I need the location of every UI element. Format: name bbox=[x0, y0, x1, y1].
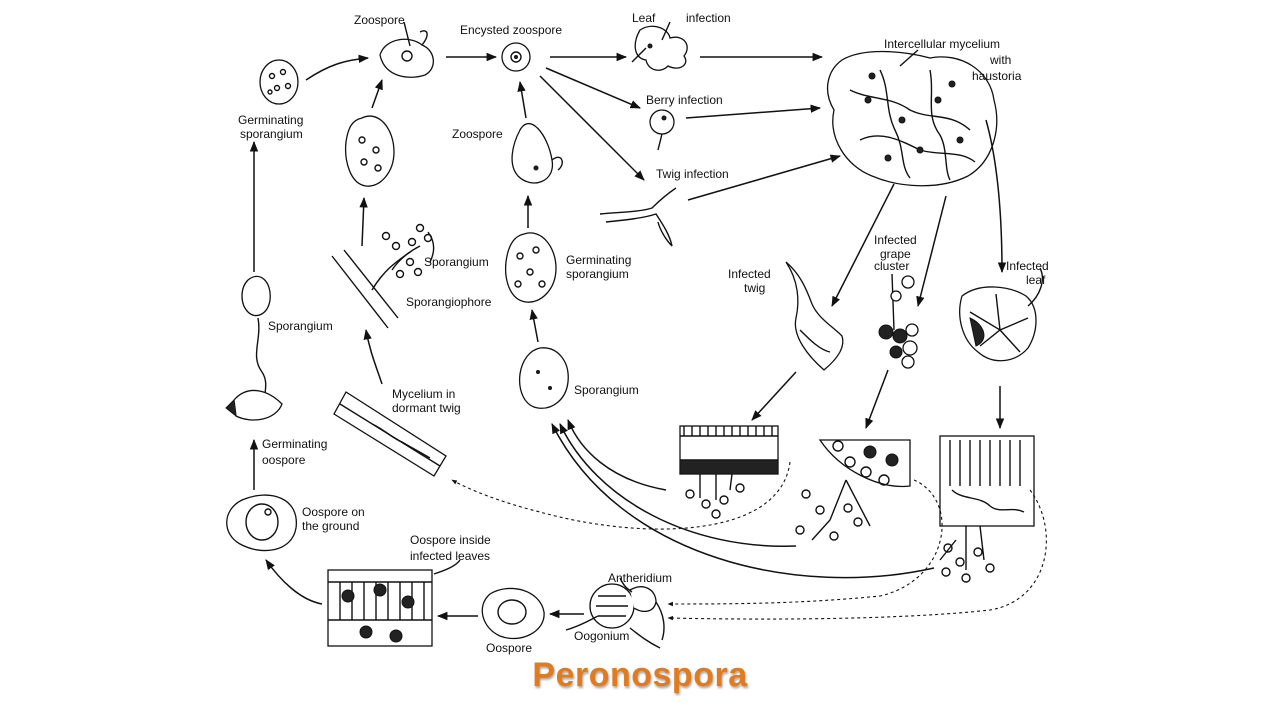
germinating-sporangium-mid-illustration bbox=[504, 232, 557, 303]
zoospore-mid-illustration bbox=[511, 123, 563, 184]
oospore-ground-illustration bbox=[226, 494, 297, 552]
arrow-twigsection-to-sporangium bbox=[567, 419, 667, 491]
oospore-leaf-illustration bbox=[327, 569, 433, 647]
label-zoospore-mid: Zoospore bbox=[452, 127, 503, 141]
leaf-infection-illustration bbox=[631, 25, 688, 71]
arrow-encysted-to-berry bbox=[545, 67, 641, 109]
label-leaf-infection-1: Leaf bbox=[632, 11, 656, 25]
label-germ-sporangium-mid-1: Germinating bbox=[566, 253, 631, 267]
berry-infection-illustration bbox=[649, 109, 675, 151]
arrow-berrysection-to-sporangium bbox=[559, 423, 797, 547]
oospore-bottom-illustration bbox=[481, 587, 545, 640]
label-encysted-zoospore: Encysted zoospore bbox=[460, 23, 562, 37]
leaf-section-twig-illustration bbox=[679, 425, 779, 519]
label-oospore-ground-2: the ground bbox=[302, 519, 359, 533]
label-infected-leaf-2: leaf bbox=[1026, 273, 1046, 287]
arrow-twig-to-mycelium bbox=[687, 154, 842, 201]
arrow-oosporeleaf-to-ground bbox=[265, 559, 323, 605]
label-germ-sporangium-mid-2: sporangium bbox=[566, 267, 629, 281]
label-berry-infection: Berry infection bbox=[646, 93, 723, 107]
leaf-section-right-illustration bbox=[939, 435, 1035, 583]
label-mycelium-dormant-2: dormant twig bbox=[392, 401, 461, 415]
label-intercellular-1: Intercellular mycelium bbox=[884, 37, 1000, 51]
label-twig-infection: Twig infection bbox=[656, 167, 729, 181]
label-infected-grape-1: Infected bbox=[874, 233, 917, 247]
arrow-infected-twig-to-section bbox=[751, 371, 797, 421]
label-zoospore-top: Zoospore bbox=[354, 13, 405, 27]
label-intercellular-3: haustoria bbox=[972, 69, 1022, 83]
label-infected-twig-1: Infected bbox=[728, 267, 771, 281]
infected-twig-illustration bbox=[785, 261, 844, 371]
arrow-mycelium-to-grape bbox=[916, 195, 947, 308]
intercellular-mycelium-illustration bbox=[826, 50, 998, 187]
label-infected-grape-2: grape bbox=[880, 247, 911, 261]
arrow-sporangium-to-zoospore bbox=[371, 79, 383, 109]
label-oospore-inside-1: Oospore inside bbox=[410, 533, 491, 547]
arrow-mycelium-to-infected-twig bbox=[831, 183, 895, 307]
diagram-labels: Zoospore Encysted zoospore Leaf infectio… bbox=[238, 11, 1049, 655]
sporangium-mid-illustration bbox=[518, 347, 569, 409]
label-sporangium-left: Sporangium bbox=[268, 319, 333, 333]
arrow-encysted-to-twig bbox=[539, 75, 645, 181]
cycle-arrows bbox=[249, 52, 1047, 621]
sporangium-with-zoospores-illustration bbox=[344, 115, 395, 187]
label-germ-oospore-2: oospore bbox=[262, 453, 306, 467]
arrow-germsporangium-to-zoospore bbox=[305, 54, 370, 81]
arrow-zoospore-mid-to-encysted bbox=[517, 80, 527, 119]
infected-grape-cluster-illustration bbox=[878, 273, 919, 369]
sporangium-stalk-illustration bbox=[225, 275, 283, 421]
encysted-zoospore-illustration bbox=[501, 42, 531, 72]
sporangiophore-illustration bbox=[331, 223, 433, 329]
label-mycelium-dormant-1: Mycelium in bbox=[392, 387, 455, 401]
infected-leaf-illustration bbox=[959, 286, 1037, 362]
label-infected-grape-3: cluster bbox=[874, 259, 909, 273]
label-oospore-ground-1: Oospore on bbox=[302, 505, 365, 519]
arrow-leafsection-to-sporangium bbox=[551, 423, 935, 579]
label-oospore-inside-2: infected leaves bbox=[410, 549, 490, 563]
berry-section-illustration bbox=[795, 439, 911, 541]
slide-title: Peronospora bbox=[532, 656, 748, 694]
label-infected-leaf-1: Infected bbox=[1006, 259, 1049, 273]
arrow-dormant-to-sporangiophore bbox=[363, 328, 383, 385]
twig-infection-illustration bbox=[599, 187, 677, 247]
label-intercellular-2: with bbox=[989, 53, 1011, 67]
label-germ-sporangium-left-1: Germinating bbox=[238, 113, 303, 127]
dashed-berrysection-to-oogonium bbox=[667, 479, 943, 607]
arrow-berry-to-mycelium bbox=[685, 104, 822, 119]
label-leaf-infection-2: infection bbox=[686, 11, 731, 25]
oogonium-antheridium-illustration bbox=[589, 583, 665, 649]
label-sporangium-mid: Sporangium bbox=[574, 383, 639, 397]
label-oospore-bottom: Oospore bbox=[486, 641, 532, 655]
label-antheridium: Antheridium bbox=[608, 571, 672, 585]
arrow-mycelium-to-infected-leaf bbox=[985, 119, 1007, 274]
arrow-sporangiophore-to-sporangium bbox=[359, 196, 368, 247]
label-infected-twig-2: twig bbox=[744, 281, 765, 295]
label-sporangiophore: Sporangiophore bbox=[406, 295, 492, 309]
dormant-twig-illustration bbox=[333, 391, 447, 477]
arrow-grape-to-section bbox=[865, 369, 889, 429]
label-germ-sporangium-left-2: sporangium bbox=[240, 127, 303, 141]
label-sporangium-upper: Sporangium bbox=[424, 255, 489, 269]
germinating-sporangium-top-illustration bbox=[259, 59, 299, 105]
label-oogonium: Oogonium bbox=[574, 629, 629, 643]
label-leader-lines bbox=[403, 21, 1044, 631]
label-germ-oospore-1: Germinating bbox=[262, 437, 327, 451]
arrow-sporangium-mid-to-germ bbox=[529, 308, 539, 343]
zoospore-top-illustration bbox=[379, 30, 434, 78]
